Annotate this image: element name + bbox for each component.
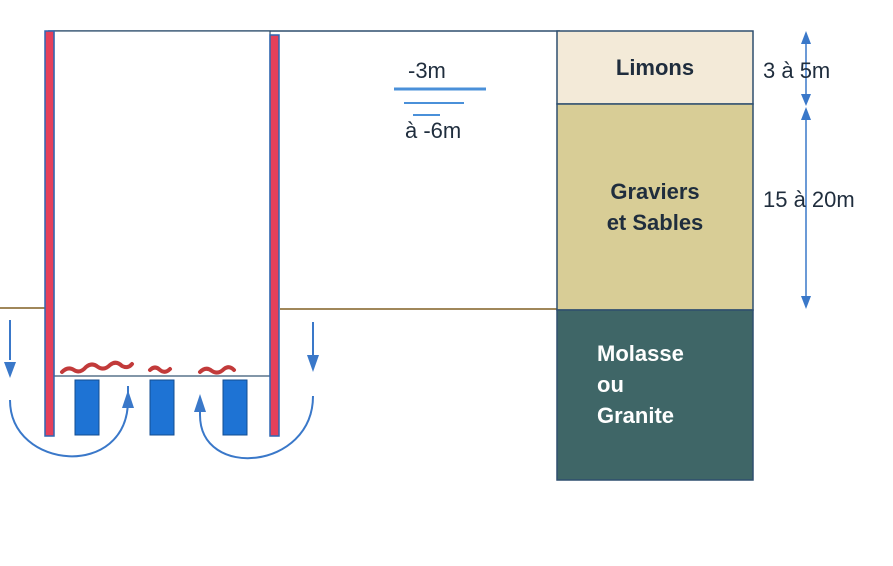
layer-graviers-line-1: Graviers [610,179,700,204]
layer-molasse-line-2: ou [597,372,624,397]
anchor-block-2 [149,379,175,436]
dim-graviers-bottom-head [801,296,811,309]
left-arrow-down-head [4,362,16,378]
layer-molasse-line-3: Granite [597,403,675,428]
layer-molasse-granite [556,309,754,481]
anchor-block-1 [74,379,100,436]
right-diaphragm-wall [269,34,280,437]
layer-graviers-sables [556,103,754,311]
left-seepage-arrow [9,320,129,458]
dim-limons-bottom-head [801,94,811,106]
layer-limons-label: Limons [557,31,753,104]
layer-graviers-label: Graviers et Sables [557,104,753,310]
layer-molasse-label: Molasse ou Granite [557,310,753,480]
water-level-bottom-label: à -6m [405,118,462,143]
layer-molasse-line-1: Molasse [597,341,684,366]
pit-bottom-residue [60,360,236,375]
layer-graviers-line-2: et Sables [606,210,704,235]
dim-graviers-top-head [801,107,811,120]
dim-limons-top-head [801,31,811,44]
layer-limons [556,30,754,105]
left-diaphragm-wall [44,30,55,437]
layer-limons-name: Limons [615,55,695,80]
anchor-block-3 [222,379,248,436]
dim-limons-label: 3 à 5m [763,58,831,83]
excavation-pit [53,30,271,377]
dim-graviers-label: 15 à 20m [763,187,855,212]
left-arrow-up-head [122,390,134,408]
right-seepage-arrow [199,322,314,460]
right-arrow-down-head [307,355,319,372]
right-arrow-up-head [194,394,206,412]
water-level-top-label: -3m [408,58,446,83]
